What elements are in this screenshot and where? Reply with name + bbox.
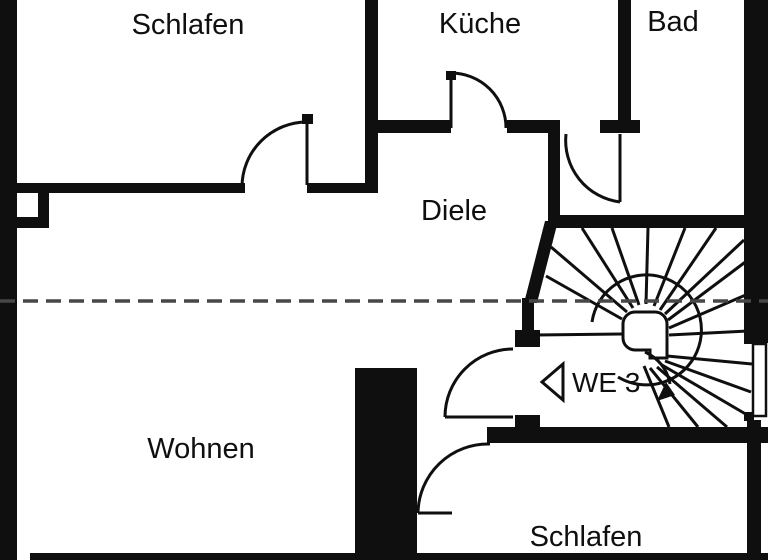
doors [240, 71, 622, 515]
wall-kueche-diele-b [507, 120, 560, 133]
wall-entry-step [515, 415, 540, 429]
door-entry-we3 [443, 347, 514, 419]
stair-tread-line [580, 227, 635, 309]
room-label-kueche: Küche [439, 8, 521, 40]
stair-tread-line [644, 227, 650, 305]
wall-window-tick-bottom [744, 412, 754, 421]
door-schlafen-top [240, 120, 309, 188]
stair-direction-arrow-icon [644, 350, 675, 401]
wall-vestibule-vertical [548, 130, 560, 218]
door-bad [564, 133, 622, 204]
door-schlafen-bottom [416, 442, 491, 515]
stair-outer-circle [590, 273, 703, 387]
stair-tread-line [668, 292, 749, 330]
stair-tread-line [668, 329, 749, 337]
wall-right-exterior-top [744, 0, 768, 343]
stair-tread-line [667, 258, 749, 322]
wall-schlafen-bottom-b [307, 183, 378, 193]
room-label-schlafen-bottom: Schlafen [530, 521, 643, 553]
room-label-bad: Bad [647, 6, 699, 38]
wall-window-tick-top [744, 337, 753, 344]
wall-bottom-exterior [30, 553, 768, 560]
unit-label: WE 3 [572, 367, 640, 398]
wall-stair-diagonal [524, 221, 558, 303]
wall-stair-top [548, 215, 746, 228]
wall-right-exterior-bottom [747, 420, 761, 555]
stair-tread-line [550, 245, 628, 314]
staircase [535, 227, 753, 429]
wall-divider-kueche-bad [618, 0, 631, 120]
room-label-diele: Diele [421, 195, 487, 227]
room-label-schlafen-top: Schlafen [132, 9, 245, 41]
stair-tread-lines [535, 227, 753, 429]
wall-bad-stub [600, 120, 640, 133]
window-right [751, 342, 768, 418]
entrance-triangle-icon [539, 360, 565, 404]
wall-divider-schlafen-kueche [365, 0, 378, 193]
unit-badge: WE 3 [539, 360, 640, 404]
stair-tread-line [666, 354, 753, 366]
door-jamb-schlafen-top [302, 114, 313, 124]
room-labels: Schlafen Küche Bad Diele Wohnen Schlafen [132, 6, 699, 553]
stair-tread-line [652, 227, 687, 307]
wall-left-exterior [0, 0, 17, 560]
wall-pillar-wohnen-schlafen [355, 368, 417, 557]
room-label-wohnen: Wohnen [147, 433, 255, 465]
door-kueche [449, 71, 508, 129]
wall-entry-bottom [487, 427, 768, 443]
wall-schlafen-bottom-a [17, 183, 245, 193]
stair-tread-line [664, 359, 752, 394]
stair-tread-line [610, 227, 641, 306]
wall-shaft-vertical [38, 193, 49, 228]
stair-tread-line [661, 363, 750, 418]
stair-tread-line [648, 367, 700, 428]
stair-tread-line [535, 332, 623, 337]
stair-tread-line [658, 227, 718, 311]
wall-kueche-diele-a [378, 120, 451, 133]
stair-tread-line [642, 365, 671, 428]
stair-tread-line [545, 274, 623, 321]
wall-entry-stub [515, 330, 540, 347]
stair-newel-post [621, 310, 669, 360]
wall-shaft-horizontal [17, 217, 49, 228]
